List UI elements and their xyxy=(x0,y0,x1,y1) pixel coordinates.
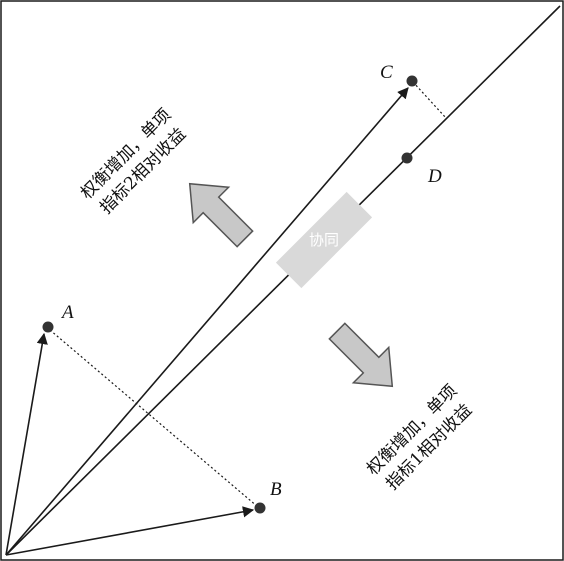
lower-right-region-label: 权衡增加，单项 指标1相对收益 xyxy=(363,381,476,494)
up-left-arrow xyxy=(188,182,254,248)
upper-left-region-label: 权衡增加，单项 指标2相对收益 xyxy=(77,105,190,218)
point-b xyxy=(254,502,266,514)
diagonal-line xyxy=(5,5,561,556)
vector-to-a xyxy=(5,332,48,556)
point-label-d: D xyxy=(427,166,442,187)
vector-to-c xyxy=(5,87,409,556)
synergy-band-fill xyxy=(275,191,373,289)
synergy-band: 协同 xyxy=(275,191,373,289)
vector-to-b xyxy=(5,506,255,556)
dotted-a-b xyxy=(49,329,259,508)
dotted-c-diagonal xyxy=(412,81,447,119)
point-label-c: C xyxy=(380,62,393,83)
point-c xyxy=(406,75,418,87)
point-d xyxy=(401,152,413,164)
down-right-arrow xyxy=(328,322,394,388)
synergy-band-label: 协同 xyxy=(309,231,339,249)
point-label-a: A xyxy=(60,302,74,323)
point-a xyxy=(42,321,54,333)
point-label-b: B xyxy=(270,479,282,500)
